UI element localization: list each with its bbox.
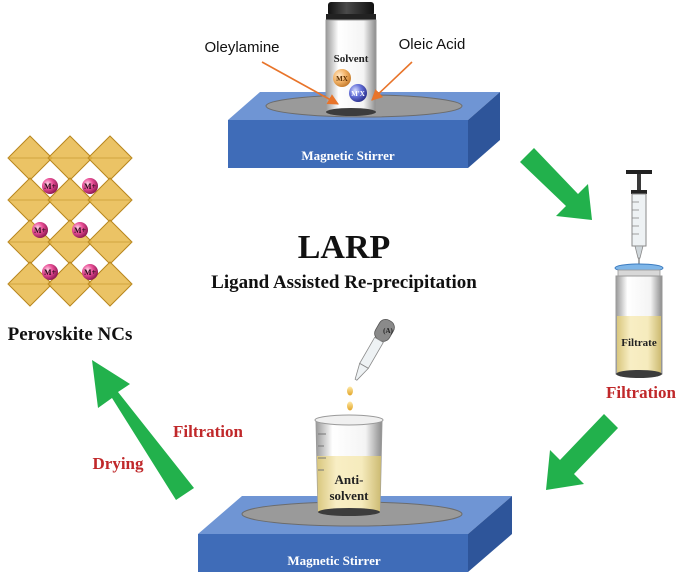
top-stirrer-label: Magnetic Stirrer <box>301 148 394 163</box>
oleylamine-arrow <box>261 61 339 105</box>
cation-sphere <box>42 178 58 194</box>
solvent-label: Solvent <box>334 53 369 65</box>
drop-2 <box>347 401 353 411</box>
cation-label: M+ <box>84 268 97 277</box>
perovskite-label: Perovskite NCs <box>8 324 133 345</box>
cation-sphere <box>72 222 88 238</box>
oleic-acid-label: Oleic Acid <box>399 36 466 53</box>
dropper: (A) <box>347 318 395 411</box>
oleylamine-label: Oleylamine <box>204 39 279 56</box>
diagram-title: LARP <box>298 229 391 266</box>
salt-mx-label: MX <box>336 75 348 83</box>
filtrate-label: Filtrate <box>621 337 657 349</box>
dropper-label: (A) <box>383 327 393 335</box>
cation-label: M+ <box>84 182 97 191</box>
cation-label: M+ <box>74 226 87 235</box>
filtrate-vial: Filtrate <box>615 269 663 378</box>
arrow-to-product <box>92 360 194 500</box>
cation-label: M+ <box>34 226 47 235</box>
cycle-arrows <box>92 148 618 500</box>
antisolvent-label-line2: solvent <box>330 488 370 503</box>
salt-mpx-label: M'X <box>351 90 365 98</box>
antisolvent-beaker: Anti- solvent <box>314 414 384 516</box>
bottom-stirrer-label: Magnetic Stirrer <box>287 553 380 568</box>
solvent-vial: Solvent MX M'X <box>325 2 377 116</box>
left-filtration-label: Filtration <box>173 422 243 441</box>
cation-label: M+ <box>44 268 57 277</box>
arrow-to-filtration <box>520 148 592 220</box>
arrow-to-antisolvent <box>546 414 618 490</box>
drop-1 <box>347 386 353 396</box>
cation-sphere <box>32 222 48 238</box>
diagram-subtitle: Ligand Assisted Re-precipitation <box>211 272 477 293</box>
drying-label: Drying <box>93 454 145 473</box>
cation-sphere <box>82 264 98 280</box>
oleic-acid-arrow <box>371 61 413 101</box>
ligand-annotations: Oleylamine Oleic Acid <box>204 36 466 105</box>
antisolvent-label-line1: Anti- <box>335 472 364 487</box>
syringe <box>614 170 664 273</box>
perovskite-lattice: M+ M+ M+ M+ M+ M+ <box>7 135 133 307</box>
filtration-step-label: Filtration <box>606 383 676 402</box>
salt-mx-particle <box>333 69 351 87</box>
salt-mpx-particle <box>349 84 367 102</box>
cation-sphere <box>82 178 98 194</box>
vial-cap <box>328 2 374 16</box>
cation-sphere <box>42 264 58 280</box>
cation-label: M+ <box>44 182 57 191</box>
